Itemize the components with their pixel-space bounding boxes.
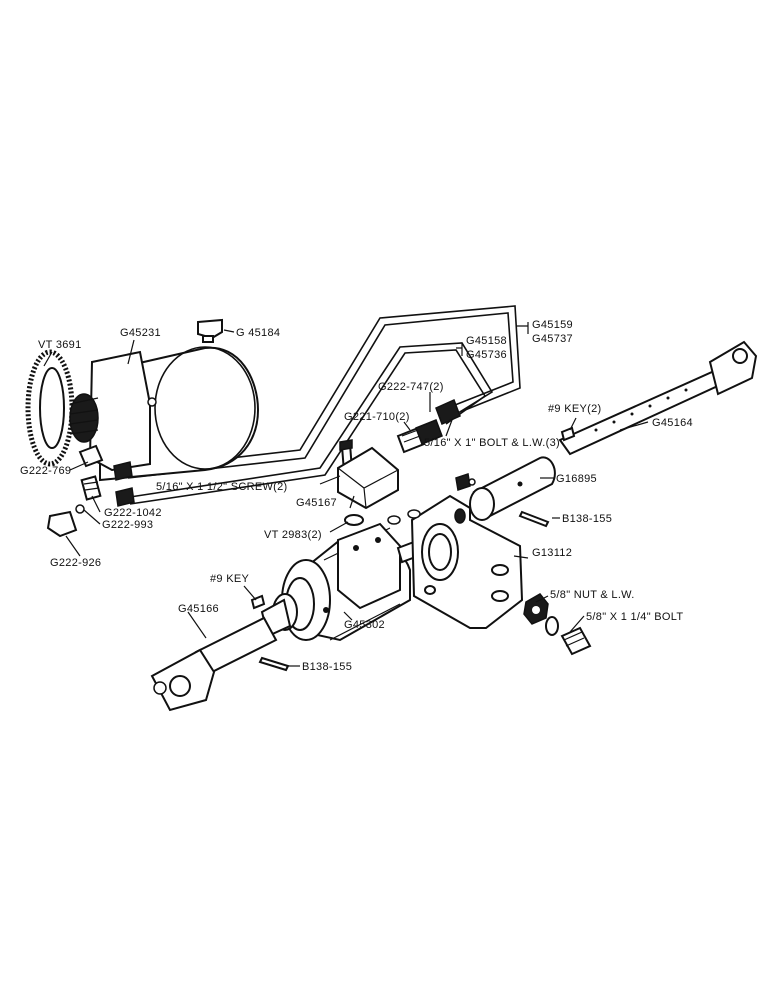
label-g45166: G45166 xyxy=(178,603,219,615)
fitting-g222-1042 xyxy=(80,475,102,501)
label-g45231: G45231 xyxy=(120,327,161,339)
label-vt3691: VT 3691 xyxy=(38,339,81,351)
label-g45158: G45158 xyxy=(466,335,507,347)
label-b138-155-upper: B138-155 xyxy=(562,513,612,525)
driveshaft-g45166 xyxy=(150,616,278,712)
label-g221-710: G221-710(2) xyxy=(344,411,410,423)
fitting-g222-747 xyxy=(415,398,461,445)
oring-vt2983 xyxy=(344,514,364,526)
leader-lines xyxy=(43,322,649,667)
washer-58 xyxy=(545,616,559,636)
key-9-upper xyxy=(560,426,576,442)
gasket-vt3691 xyxy=(25,349,75,467)
label-g45184: G 45184 xyxy=(236,327,280,339)
fitting-g222-993 xyxy=(75,504,85,514)
label-nut-58: 5/8" NUT & L.W. xyxy=(550,589,635,601)
pin-b138-155-upper xyxy=(518,510,550,528)
label-g222-993: G222-993 xyxy=(102,519,153,531)
label-g45159: G45159 xyxy=(532,319,573,331)
tube-nuts-left xyxy=(113,461,135,507)
label-g13112: G13112 xyxy=(532,547,572,559)
label-screw-516: 5/16" X 1 1/2" SCREW(2) xyxy=(156,481,287,493)
label-vt2983: VT 2983(2) xyxy=(264,529,322,541)
fitting-g222-769 xyxy=(78,444,104,468)
driveshaft-g45164 xyxy=(558,340,758,456)
label-g222-1042: G222-1042 xyxy=(104,507,162,519)
label-g222-926: G222-926 xyxy=(50,557,101,569)
bolt-58x114 xyxy=(560,626,592,656)
elbow-g222-926 xyxy=(46,510,78,538)
label-key9: #9 KEY xyxy=(210,573,249,585)
motor-g45302 xyxy=(260,522,420,642)
label-bolt-516x1: 5/16" X 1" BOLT & L.W.(3) xyxy=(424,437,560,449)
bracket-g13112 xyxy=(410,494,524,629)
washers-small xyxy=(387,509,421,525)
part-labels: VT 3691 G45231 G 45184 G45159 G45737 G45… xyxy=(20,319,693,673)
label-key9-2: #9 KEY(2) xyxy=(548,403,601,415)
bolt-516x1 xyxy=(455,473,476,491)
label-g45736: G45736 xyxy=(466,349,507,361)
label-g16895: G16895 xyxy=(556,473,597,485)
coupler-g16895 xyxy=(469,456,556,521)
label-g45302: G45302 xyxy=(344,619,385,631)
label-g45164: G45164 xyxy=(652,417,693,429)
cover-g45167 xyxy=(337,446,399,510)
label-bolt-58: 5/8" X 1 1/4" BOLT xyxy=(586,611,683,623)
label-g45167: G45167 xyxy=(296,497,337,509)
label-g45737: G45737 xyxy=(532,333,573,345)
plug-g45184 xyxy=(197,318,223,343)
label-g222-747: G222-747(2) xyxy=(378,381,444,393)
hydraulic-tubes xyxy=(127,305,521,505)
label-g222-769: G222-769 xyxy=(20,465,71,477)
label-b138-155-lower: B138-155 xyxy=(302,661,352,673)
pin-b138-155-lower xyxy=(258,656,290,672)
nut-58 xyxy=(523,593,549,625)
